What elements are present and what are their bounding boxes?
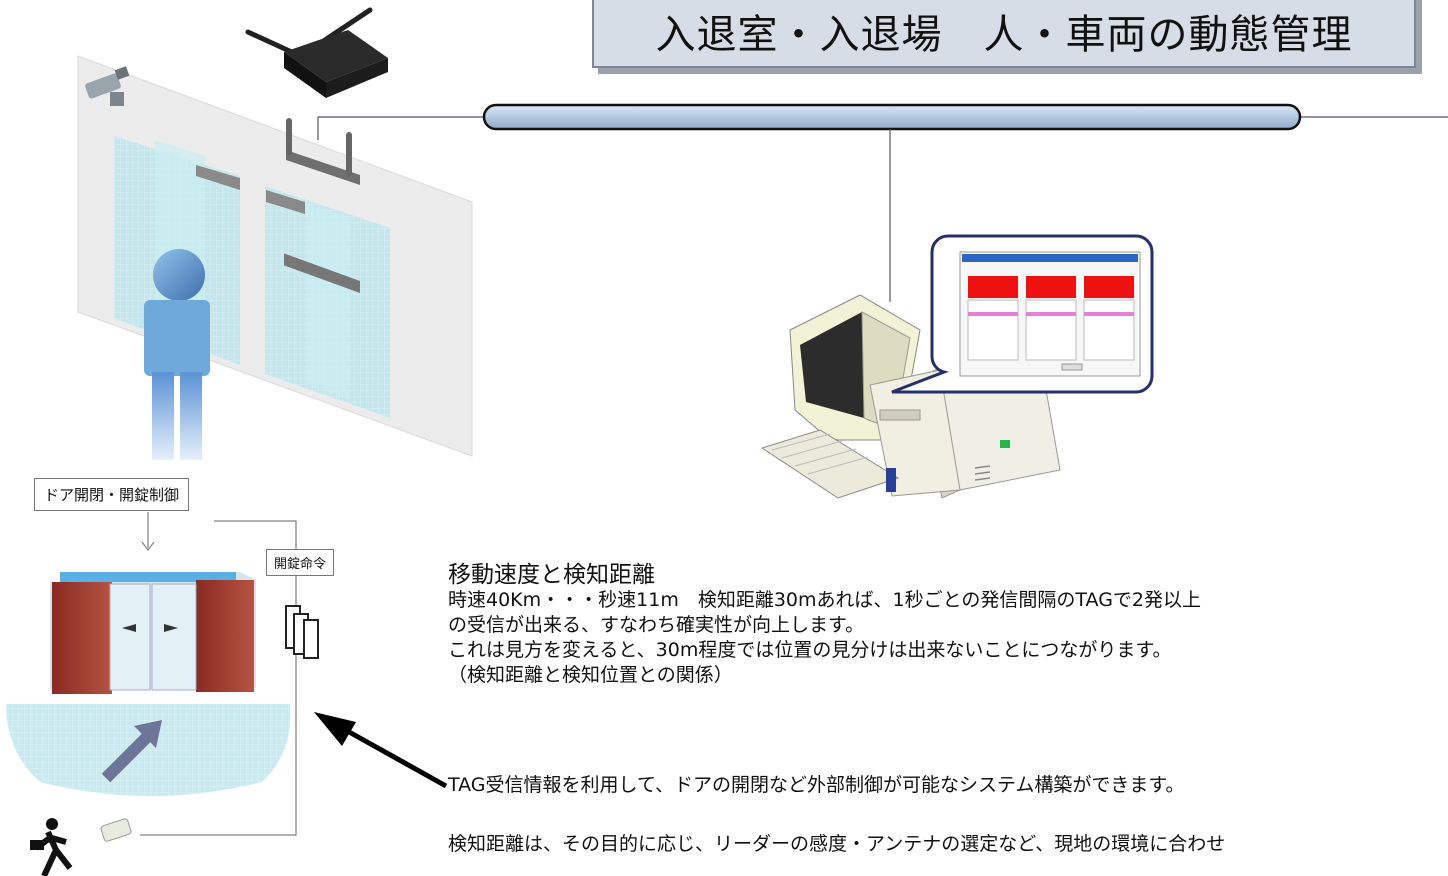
rfid-tag-icon	[100, 818, 132, 842]
explanation-line-4: （検知距離と検知位置との関係）	[448, 664, 733, 686]
wireless-router-icon	[245, 7, 388, 98]
wall-with-glass-door	[77, 55, 473, 457]
door-control-label: ドア開閉・開錠制御	[34, 478, 190, 511]
explanation-line-2: の受信が出来る、すなわち確実性が向上します。	[448, 614, 865, 636]
explanation-heading: 移動速度と検知距離	[448, 562, 655, 588]
monitoring-screen-callout	[891, 234, 1154, 394]
security-camera-icon	[85, 66, 130, 106]
antenna-reader-icon	[284, 118, 360, 294]
page-title: 入退室・入退場 人・車両の動態管理	[655, 12, 1353, 58]
explanation-line-6: 検知距離は、その目的に応じ、リーダーの感度・アンテナの選定など、現地の環境に合わ…	[448, 833, 1226, 855]
tag-reader-icon	[285, 605, 319, 659]
explanation-line-3: これは見方を変えると、30m程度では位置の見分けは出来ないことにつながります。	[448, 639, 1172, 661]
explanation-line-5: TAG受信情報を利用して、ドアの開閉など外部制御が可能なシステム構築ができます。	[448, 774, 1185, 796]
explanation-line-1: 時速40Km・・・秒速11m 検知距離30mあれば、1秒ごとの発信間隔のTAGで…	[448, 589, 1202, 611]
unlock-command-label: 開錠命令	[266, 549, 335, 576]
door-control-diagram	[6, 512, 448, 836]
network-bus	[317, 103, 1448, 302]
walking-person-icon	[30, 818, 73, 876]
title-banner: 入退室・入退場 人・車両の動態管理	[592, 0, 1416, 68]
standing-person-icon	[144, 249, 210, 460]
